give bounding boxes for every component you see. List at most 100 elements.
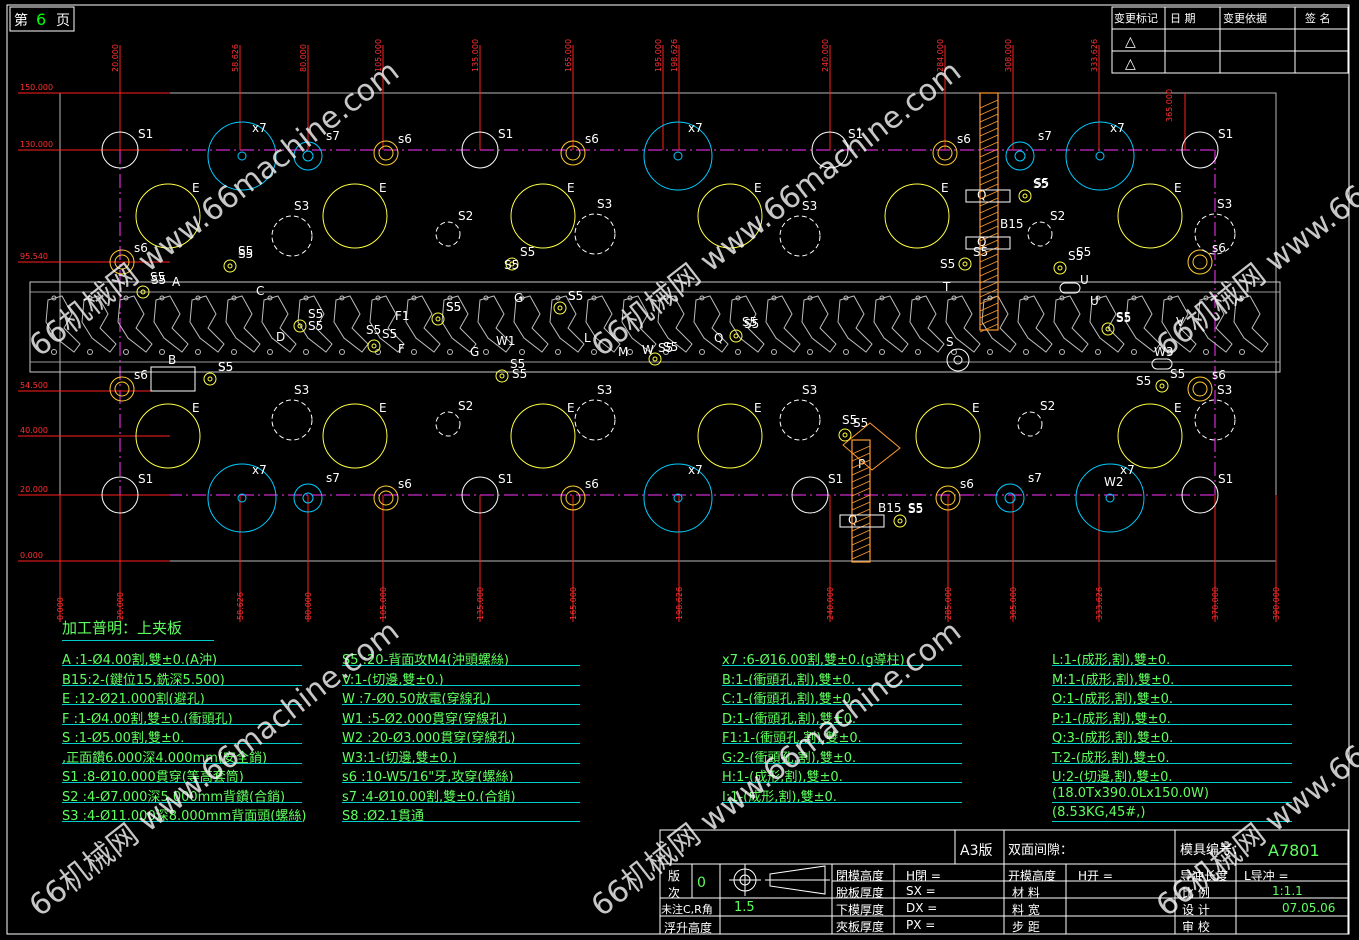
hole-label: E bbox=[754, 181, 762, 195]
note-underline bbox=[62, 704, 302, 705]
dim-text-bottom: 370.000 bbox=[1211, 587, 1220, 620]
hole-x7 bbox=[1075, 463, 1145, 533]
note-line: V:1-(切邊,雙±0.) bbox=[342, 672, 444, 688]
sheet-size: A3版 bbox=[960, 843, 993, 859]
note-line: H:1-(成形,割),雙±0. bbox=[722, 770, 843, 785]
hole-label: S1 bbox=[498, 472, 513, 486]
hole-label: S3 bbox=[294, 383, 309, 397]
note-line: O:1-(成形,割),雙±0. bbox=[1052, 692, 1174, 707]
feature-label: Q bbox=[977, 188, 986, 202]
hole-e bbox=[1117, 183, 1183, 249]
hole-s5 bbox=[553, 301, 567, 315]
dim-text-bottom: 80.000 bbox=[304, 592, 313, 620]
version-value: 0 bbox=[697, 875, 706, 891]
hole-label: S5 bbox=[382, 327, 397, 341]
open-height-label: 开模高度 bbox=[1008, 869, 1057, 883]
clamp-thk-code: PX = bbox=[906, 918, 936, 932]
feature-label: S5 bbox=[658, 341, 673, 355]
dim-text-bottom: 58.626 bbox=[236, 592, 245, 620]
feature-label: S5 bbox=[842, 413, 857, 427]
note-underline bbox=[62, 743, 302, 744]
page-number-value: 6 bbox=[36, 10, 46, 29]
feature-label: S5 bbox=[908, 501, 923, 515]
feature-label: Q bbox=[848, 513, 857, 527]
page-number: 第 6 页 bbox=[14, 10, 70, 29]
revision-headers: 变更标记 日 期 变更依据 签 名 △ △ bbox=[1114, 11, 1331, 72]
dim-text-top: 195.000 bbox=[654, 39, 663, 72]
note-line: D:1-(衝頭孔,割),雙±0. bbox=[722, 711, 857, 727]
note-underline bbox=[1052, 782, 1292, 783]
hole-s2 bbox=[1017, 411, 1043, 437]
hole-s5 bbox=[1101, 322, 1115, 336]
mold-no-label: 模具编号： bbox=[1180, 843, 1246, 858]
key-slot-b15-top bbox=[965, 92, 1011, 333]
note-line: Q:3-(成形,割),雙±0. bbox=[1052, 731, 1174, 746]
note-underline bbox=[62, 782, 302, 783]
hole-label: E bbox=[972, 401, 980, 415]
dim-text-top: 284.000 bbox=[936, 39, 945, 72]
hole-label: s6 bbox=[957, 132, 971, 146]
hole-label: E bbox=[379, 181, 387, 195]
note-line: C:1-(衝頭孔,割),雙±0. bbox=[722, 692, 856, 707]
hole-s5 bbox=[367, 339, 381, 353]
hole-s5 bbox=[1053, 261, 1067, 275]
hole-s6 bbox=[1187, 376, 1213, 402]
note-underline bbox=[722, 723, 962, 725]
dim-text-bottom: 0.000 bbox=[56, 597, 65, 620]
note-line: M:1-(成形,割),雙±0. bbox=[1052, 672, 1175, 688]
title-block bbox=[659, 829, 1349, 935]
scale-value: 1:1.1 bbox=[1272, 884, 1303, 898]
clamp-thk-label: 夾板厚度 bbox=[836, 920, 885, 934]
dim-text-bottom: 390.000 bbox=[1272, 587, 1281, 620]
hole-s3 bbox=[779, 399, 821, 441]
note-line: W :7-Ø0.50放電(穿線孔) bbox=[342, 692, 491, 707]
hole-label: x7 bbox=[688, 463, 703, 477]
hole-s6 bbox=[935, 485, 961, 511]
feature-label: S5 bbox=[1034, 176, 1049, 190]
feature-label: M bbox=[618, 345, 628, 359]
note-line: S8 :Ø2.1貫通 bbox=[342, 809, 424, 824]
note-underline bbox=[1052, 801, 1292, 803]
feature-label: S5 bbox=[568, 289, 583, 303]
hole-x7 bbox=[643, 463, 713, 533]
hole-x7 bbox=[207, 463, 277, 533]
dim-text-left: 40.000 bbox=[20, 426, 48, 435]
note-underline bbox=[1052, 684, 1292, 686]
closed-height-code: H閉 = bbox=[906, 869, 941, 883]
hole-s2 bbox=[435, 411, 461, 437]
note-line: P:1-(成形,割),雙±0. bbox=[1052, 711, 1171, 727]
feature-label: S5 bbox=[150, 270, 165, 284]
hole-label: E bbox=[567, 401, 575, 415]
hole-s1 bbox=[101, 131, 139, 169]
hole-label: x7 bbox=[252, 121, 267, 135]
feature-label: S5 bbox=[512, 367, 527, 381]
note-underline bbox=[722, 743, 962, 744]
note-underline bbox=[342, 743, 580, 744]
hole-s3 bbox=[574, 213, 616, 255]
dim-text-bottom: 105.000 bbox=[379, 587, 388, 620]
notes-title-underline bbox=[62, 640, 214, 641]
projection-symbol-icon bbox=[729, 864, 830, 896]
note-line: F1:1-(衝頭孔,割),雙±0. bbox=[722, 731, 862, 746]
hole-label: s6 bbox=[1212, 368, 1226, 382]
hole-s3 bbox=[271, 215, 313, 257]
feature-label: C bbox=[256, 284, 264, 298]
feature-label: S5 bbox=[308, 319, 323, 333]
feature-label: S5 bbox=[238, 244, 253, 258]
hole-s5 bbox=[505, 257, 519, 271]
dim-text-top: 20.000 bbox=[111, 44, 120, 72]
note-line: T:2-(成形,割),雙±0. bbox=[1052, 750, 1170, 766]
feature-label: F bbox=[398, 342, 405, 356]
hole-s5 bbox=[648, 352, 662, 366]
rev-mark-1: △ bbox=[1125, 34, 1136, 50]
hole-label: x7 bbox=[252, 463, 267, 477]
feature-label: S5 bbox=[446, 300, 461, 314]
note-line: W1 :5-Ø2.000貫穿(穿線孔) bbox=[342, 711, 508, 727]
hole-s3 bbox=[574, 399, 616, 441]
rev-header-mark: 变更标记 bbox=[1114, 11, 1158, 25]
gap-label: 双面间隙： bbox=[1008, 843, 1074, 858]
dim-text-left: 0.000 bbox=[20, 551, 43, 560]
dim-text-top: 135.000 bbox=[471, 39, 480, 72]
